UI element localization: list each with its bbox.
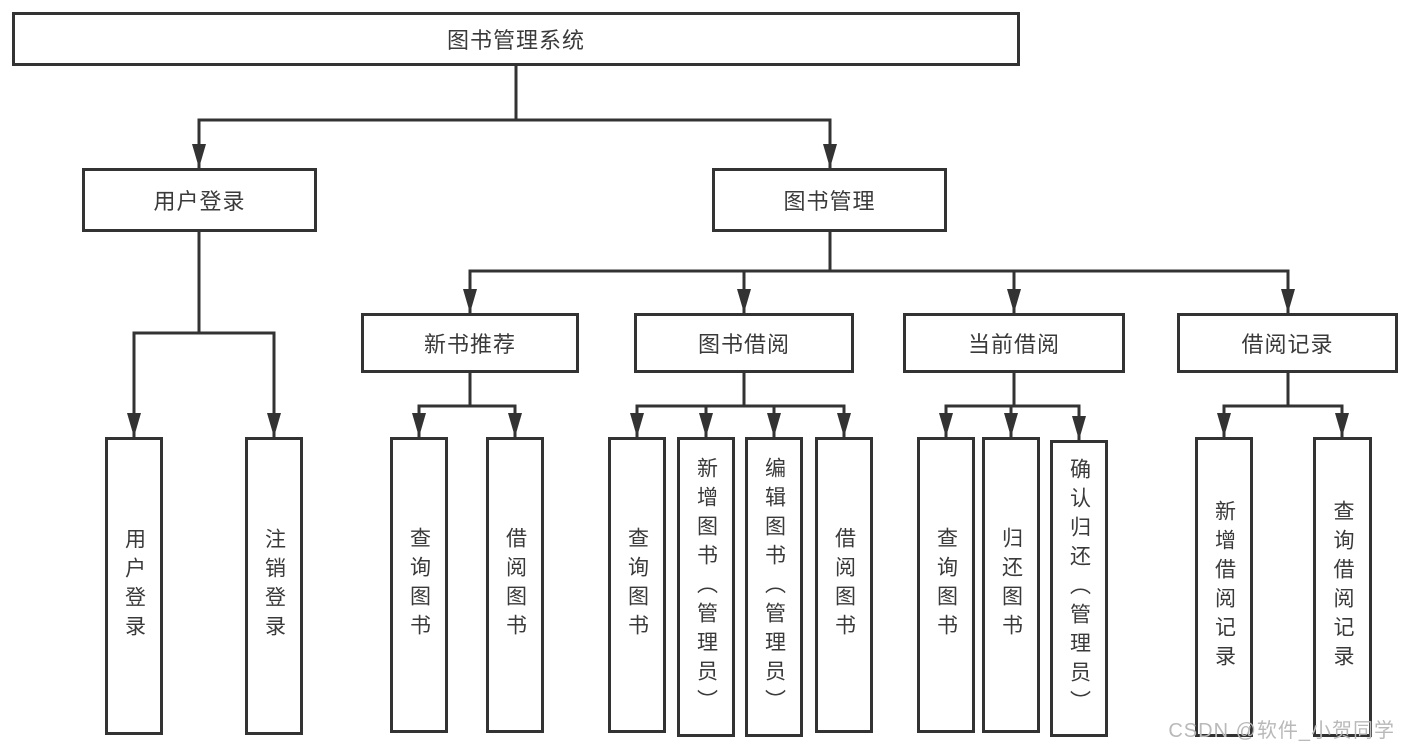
node-new-book-recommendation: 新书推荐	[361, 313, 579, 373]
leaf-borrow-books-recommend: 借阅图书	[486, 437, 544, 733]
node-label: 查询图书	[625, 527, 649, 643]
leaf-confirm-return-admin: 确认归还（管理员）	[1050, 440, 1108, 737]
node-label: 图书管理系统	[446, 28, 585, 53]
leaf-add-book-admin: 新增图书（管理员）	[677, 437, 735, 737]
node-user-login: 用户登录	[82, 168, 317, 232]
node-label: 借阅图书	[832, 527, 856, 643]
leaf-user-login: 用户登录	[105, 437, 163, 735]
node-label: 注销登录	[262, 528, 286, 644]
leaf-query-books-recommend: 查询图书	[390, 437, 448, 733]
node-label: 图书管理	[783, 189, 876, 214]
node-label: 用户登录	[122, 528, 146, 644]
node-label: 借阅图书	[503, 527, 527, 643]
node-label: 查询图书	[407, 527, 431, 643]
node-current-borrowing: 当前借阅	[903, 313, 1125, 373]
leaf-borrow-books: 借阅图书	[815, 437, 873, 733]
node-label: 归还图书	[999, 527, 1023, 643]
node-book-borrowing: 图书借阅	[634, 313, 854, 373]
node-library-management-system: 图书管理系统	[12, 12, 1020, 66]
node-label: 图书借阅	[697, 332, 790, 357]
leaf-query-books-borrowing: 查询图书	[608, 437, 666, 733]
node-label: 借阅记录	[1241, 332, 1334, 357]
node-label: 查询借阅记录	[1331, 500, 1354, 674]
leaf-query-borrow-record: 查询借阅记录	[1313, 437, 1372, 737]
leaf-return-book: 归还图书	[982, 437, 1040, 733]
node-borrowing-records: 借阅记录	[1177, 313, 1398, 373]
node-label: 新增借阅记录	[1212, 500, 1236, 674]
node-label: 查询图书	[934, 527, 958, 643]
node-label: 当前借阅	[967, 332, 1060, 357]
watermark: CSDN @软件_小贺同学	[1168, 720, 1395, 742]
node-label: 新书推荐	[423, 332, 516, 357]
leaf-add-borrow-record: 新增借阅记录	[1195, 437, 1253, 737]
leaf-logout: 注销登录	[245, 437, 303, 735]
node-label: 编辑图书（管理员）	[762, 456, 786, 718]
node-label: 新增图书（管理员）	[694, 456, 718, 718]
node-label: 用户登录	[153, 189, 246, 214]
node-label: 确认归还（管理员）	[1067, 458, 1091, 719]
node-book-management: 图书管理	[712, 168, 947, 232]
leaf-query-books-current: 查询图书	[917, 437, 975, 733]
leaf-edit-book-admin: 编辑图书（管理员）	[745, 437, 803, 737]
